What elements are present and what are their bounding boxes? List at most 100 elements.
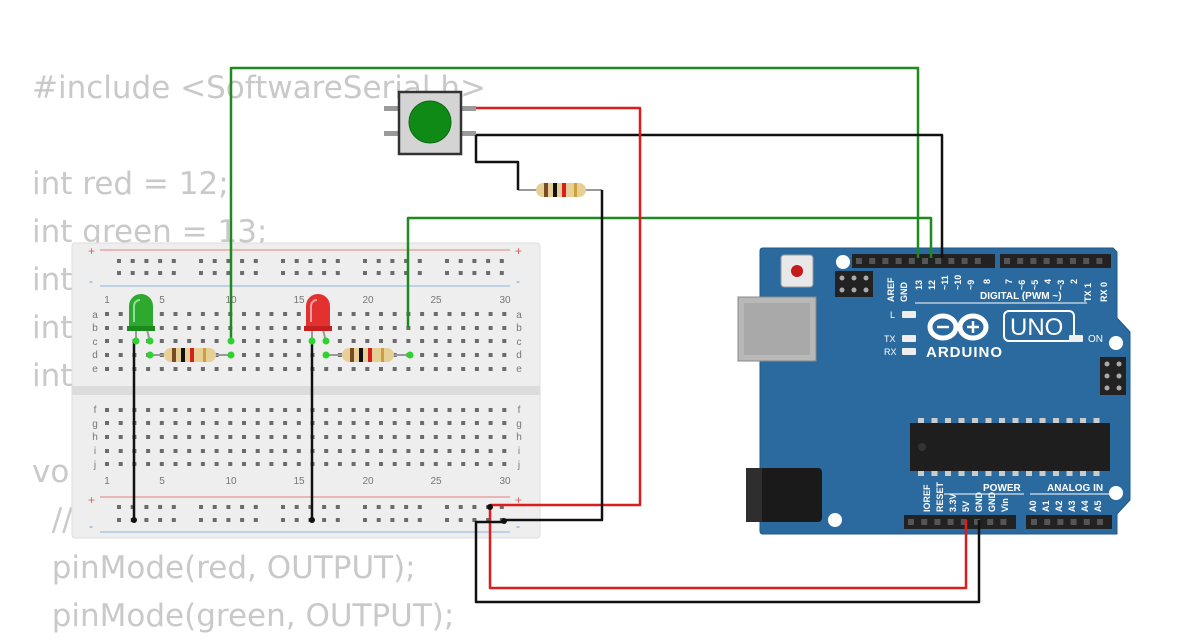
hole [999,418,1005,423]
hole [308,271,313,275]
hole [158,518,163,522]
push-button[interactable] [384,90,476,156]
hole [200,367,205,371]
hole [445,505,449,509]
digital-pin-labels: AREF GND 13 12 ~11 ~10 ~9 8 7 ~6 ~5 4 ~3… [886,275,1109,302]
hole [146,367,151,371]
hole [417,271,422,275]
hole [461,408,466,412]
hole [173,367,178,371]
hole [392,462,397,466]
hole [281,259,285,263]
hole [1031,519,1037,525]
hole [1012,471,1019,476]
hole [433,353,438,357]
hole [945,471,951,476]
hole [406,462,411,466]
hole [324,408,329,412]
pin-label: RX 0 [1099,282,1109,302]
hole [296,449,301,453]
hole [337,449,342,453]
pin-label: GND [974,492,984,513]
breadboard-holes [105,259,507,522]
hole [420,435,425,439]
hole [486,259,491,263]
hole [869,258,876,264]
hole [922,258,928,264]
hole [228,449,233,453]
wire-black-pin11 [476,133,944,258]
hole [447,462,452,466]
pin-label: 8 [982,279,992,284]
hole [433,367,438,371]
hole [187,449,192,453]
pin-label: Vin [1000,498,1010,512]
hole [253,271,258,275]
hole [242,408,246,412]
hole [214,449,219,453]
wire-black-resistor-gnd [504,190,604,522]
hole [322,259,327,263]
hole [433,326,438,330]
row-letter: h [92,432,98,443]
hole [294,259,299,263]
hole [255,408,260,412]
hole [472,518,477,522]
hole [486,518,491,522]
hole [214,339,219,343]
pin-label: ~5 [1030,280,1040,290]
row-letter: e [516,364,522,375]
pin-label: A3 [1067,500,1077,512]
hole [173,462,178,466]
hole [1097,519,1103,525]
hole [324,435,329,439]
hole [461,326,466,330]
hole [214,421,219,425]
hole [376,505,381,509]
hole [199,505,203,509]
hole [908,258,915,264]
hole [159,339,164,343]
hole [146,449,151,453]
hole [972,418,978,423]
hole [351,421,356,425]
rail-minus-label: - [516,274,520,288]
hole [379,326,383,330]
hole [406,408,411,412]
hole [173,449,178,453]
hole [159,326,164,330]
hole [228,408,233,412]
hole [420,408,425,412]
hole [379,449,383,453]
hole [105,462,109,466]
hole [365,408,370,412]
push-button-cap[interactable] [408,100,452,144]
hole [420,462,425,466]
wire-red-button-5v [476,106,642,507]
hole [144,259,149,263]
hole [1093,471,1100,476]
hole [406,435,411,439]
hole [1096,258,1103,264]
hole [1070,519,1077,525]
hole [228,462,233,466]
hole [187,408,192,412]
hole [118,449,123,453]
hole [240,505,245,509]
hole [308,259,313,263]
row-letter: h [516,432,522,443]
led-tx-label: TX [884,334,896,344]
hole [144,271,149,275]
hole [242,339,246,343]
hole [200,462,205,466]
hole [255,421,260,425]
red-led-rim [304,326,332,331]
wire-black-button-resistor [474,135,520,190]
chip-legs [918,418,1100,476]
pin-label: ~10 [953,275,963,290]
row-letters-top: a b c d e a b c d e [92,310,522,375]
hole [214,326,219,330]
hole [242,449,246,453]
hole [118,408,123,412]
hole [948,258,955,264]
